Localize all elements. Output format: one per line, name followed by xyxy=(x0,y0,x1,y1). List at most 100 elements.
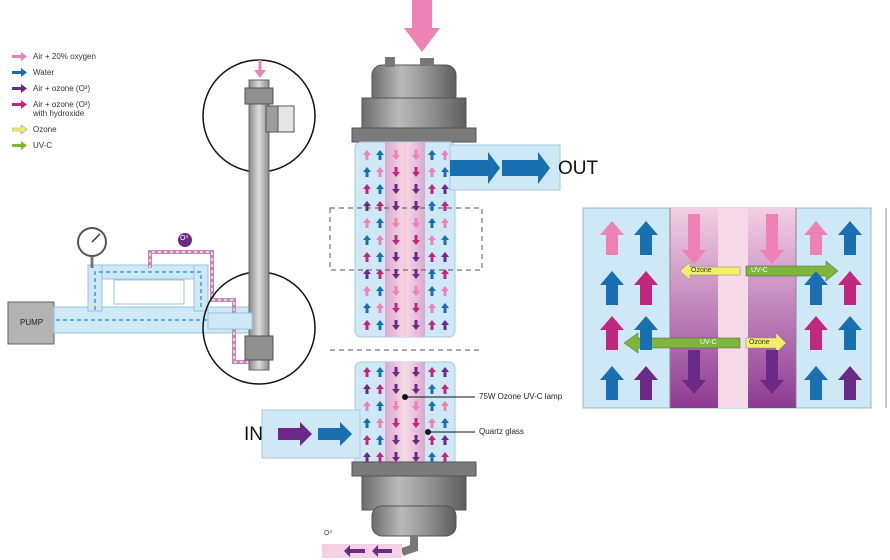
arrow-down-icon xyxy=(412,150,420,160)
arrow-down-icon xyxy=(392,201,400,211)
legend-label: Air + ozone (O³) with hydroxide xyxy=(33,100,91,118)
arrow-up-icon xyxy=(363,269,371,279)
arrow-down-icon xyxy=(682,350,706,394)
arrow-up-icon xyxy=(441,201,449,211)
arrow-down-icon xyxy=(412,401,420,411)
arrow-up-icon xyxy=(428,218,436,228)
arrow-down-icon xyxy=(412,201,420,211)
arrow-down-icon xyxy=(412,235,420,245)
small-reactor xyxy=(202,59,316,385)
arrow-right-icon xyxy=(12,68,27,77)
arrow-down-icon xyxy=(392,150,400,160)
arrow-up-icon xyxy=(441,452,449,462)
tag-uvc-2: UV-C xyxy=(700,339,717,346)
arrow-up-icon xyxy=(441,167,449,177)
arrow-down-icon xyxy=(392,435,400,445)
arrow-up-icon xyxy=(376,401,384,411)
arrow-up-icon xyxy=(363,252,371,262)
arrow-up-icon xyxy=(376,320,384,330)
pump-assembly xyxy=(7,227,265,364)
arrow-up-icon xyxy=(376,452,384,462)
legend-item: Air + 20% oxygen xyxy=(12,52,142,61)
arrow-down-icon xyxy=(412,167,420,177)
arrow-up-icon xyxy=(363,184,371,194)
arrow-up-icon xyxy=(634,271,658,305)
arrow-up-icon xyxy=(363,218,371,228)
arrow-up-icon xyxy=(838,316,862,350)
arrow-up-icon xyxy=(376,150,384,160)
arrow-up-icon xyxy=(376,435,384,445)
arrow-up-icon xyxy=(428,269,436,279)
arrow-down-icon xyxy=(760,214,784,264)
arrow-up-icon xyxy=(441,269,449,279)
ozone-outlet-label: O³ xyxy=(324,530,332,537)
arrow-up-icon xyxy=(376,167,384,177)
arrow-up-icon xyxy=(376,286,384,296)
arrow-up-icon xyxy=(428,201,436,211)
legend-label: Air + 20% oxygen xyxy=(33,52,96,61)
tag-ozone-1: Ozone xyxy=(691,267,712,274)
detail-panel xyxy=(582,207,887,409)
arrow-up-icon xyxy=(376,252,384,262)
tag-uvc-1: UV-C xyxy=(751,267,768,274)
arrow-up-icon xyxy=(363,286,371,296)
arrow-down-icon xyxy=(392,418,400,428)
arrow-up-icon xyxy=(363,167,371,177)
arrow-down-icon xyxy=(682,214,706,264)
arrow-up-icon xyxy=(441,401,449,411)
arrow-down-icon xyxy=(412,435,420,445)
legend-item: Air + ozone (O³) with hydroxide xyxy=(12,100,142,118)
arrow-up-icon xyxy=(441,286,449,296)
arrow-down-icon xyxy=(392,367,400,377)
quartz-label: Quartz glass xyxy=(479,427,524,436)
arrow-up-icon xyxy=(804,366,828,400)
arrow-up-icon xyxy=(363,303,371,313)
arrow-up-icon xyxy=(634,366,658,400)
arrow-up-icon xyxy=(363,320,371,330)
arrow-down-icon xyxy=(392,303,400,313)
legend-item: UV-C xyxy=(12,141,142,150)
arrow-up-icon xyxy=(363,401,371,411)
arrow-up-icon xyxy=(376,418,384,428)
arrow-down-icon xyxy=(412,418,420,428)
arrow-right-icon xyxy=(12,125,28,134)
arrow-right-icon xyxy=(12,84,27,93)
arrow-down-icon xyxy=(412,184,420,194)
arrow-up-icon xyxy=(376,269,384,279)
flow-arrows xyxy=(363,150,449,462)
legend-label: UV-C xyxy=(33,141,53,150)
arrow-up-icon xyxy=(804,271,828,305)
arrow-right-icon xyxy=(12,141,27,150)
arrow-down-icon xyxy=(760,350,784,394)
arrow-up-icon xyxy=(441,235,449,245)
arrow-up-icon xyxy=(441,150,449,160)
arrow-up-icon xyxy=(441,367,449,377)
arrow-down-icon xyxy=(412,218,420,228)
arrow-up-icon xyxy=(428,384,436,394)
arrow-down-icon xyxy=(412,269,420,279)
arrow-down-icon xyxy=(392,269,400,279)
arrow-up-icon xyxy=(441,218,449,228)
legend-label: Ozone xyxy=(33,125,57,134)
arrow-down-icon xyxy=(412,303,420,313)
arrow-up-icon xyxy=(428,286,436,296)
arrow-up-icon xyxy=(804,316,828,350)
arrow-up-icon xyxy=(363,384,371,394)
arrow-up-icon xyxy=(441,384,449,394)
arrow-up-icon xyxy=(441,184,449,194)
arrow-up-icon xyxy=(428,184,436,194)
arrow-up-icon xyxy=(428,303,436,313)
arrow-right-icon xyxy=(12,52,27,61)
arrow-right-icon xyxy=(12,100,27,109)
arrow-up-icon xyxy=(441,252,449,262)
arrow-down-icon xyxy=(392,384,400,394)
arrow-up-icon xyxy=(428,367,436,377)
arrow-up-icon xyxy=(600,366,624,400)
arrow-up-icon xyxy=(428,418,436,428)
arrow-up-icon xyxy=(376,218,384,228)
arrow-up-icon xyxy=(363,150,371,160)
arrow-up-icon xyxy=(428,150,436,160)
reactor-bottom xyxy=(261,349,482,558)
